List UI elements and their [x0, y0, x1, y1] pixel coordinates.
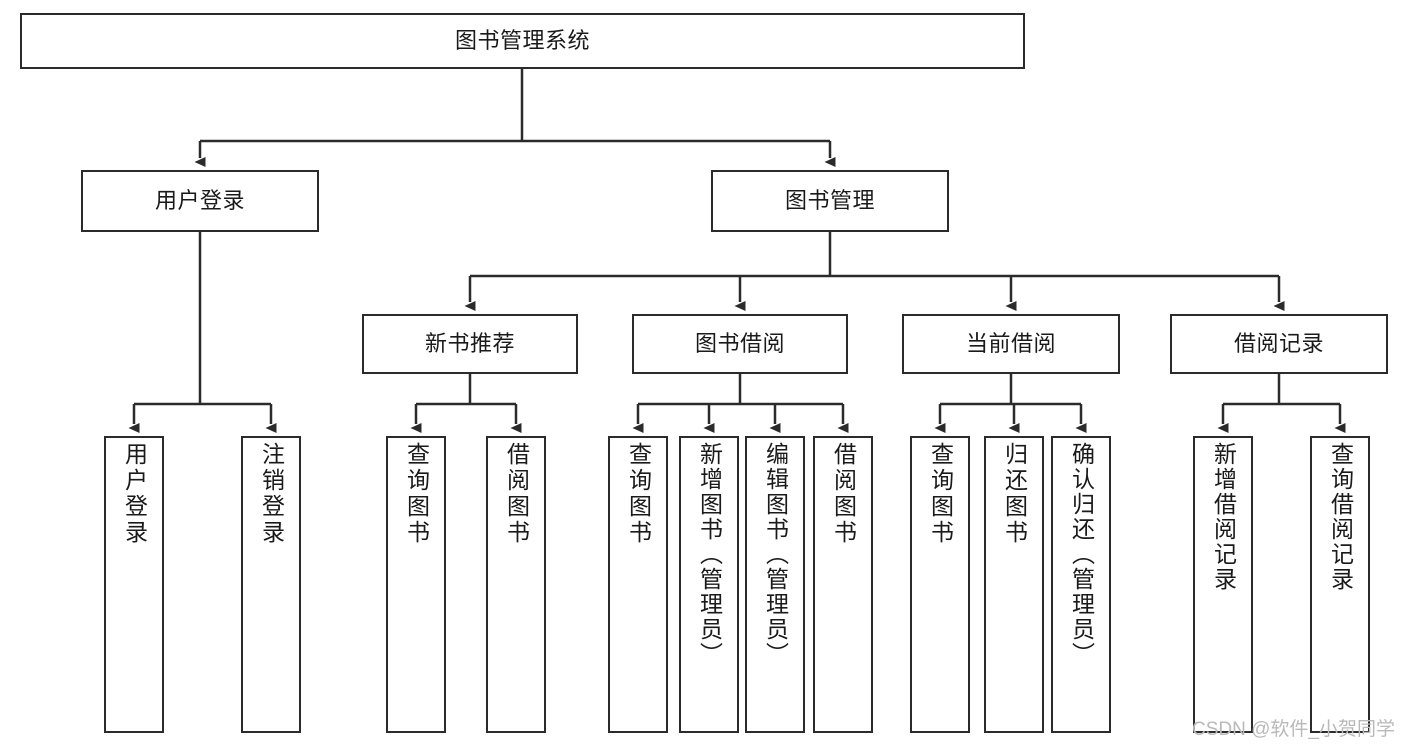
leaf-br-add-record-label: 新增借阅记录 — [1210, 442, 1237, 592]
leaf-br-query-record[interactable]: 查询借阅记录 — [1310, 436, 1370, 733]
leaf-cb-confirm-return-admin[interactable]: 确认归还（管理员） — [1051, 436, 1111, 733]
csdn-watermark: CSDN @软件_小贺同学 — [1192, 714, 1395, 741]
leaf-cb-confirm-return-admin-label: 确认归还（管理员） — [1068, 442, 1095, 667]
leaf-br-add-record[interactable]: 新增借阅记录 — [1193, 436, 1253, 733]
leaf-logout-label: 注销登录 — [258, 442, 285, 546]
leaf-bb-borrow-book[interactable]: 借阅图书 — [813, 436, 873, 733]
leaf-cb-return-book[interactable]: 归还图书 — [984, 436, 1044, 733]
node-user-login-label: 用户登录 — [154, 188, 245, 214]
leaf-bb-edit-book-admin-label: 编辑图书（管理员） — [762, 442, 789, 667]
node-root-label: 图书管理系统 — [454, 28, 590, 54]
csdn-watermark-text: CSDN @软件_小贺同学 — [1192, 719, 1395, 740]
leaf-nbr-query-book[interactable]: 查询图书 — [386, 436, 446, 733]
leaf-cb-query-book-label: 查询图书 — [927, 442, 954, 546]
node-root[interactable]: 图书管理系统 — [20, 13, 1025, 69]
leaf-br-query-record-label: 查询借阅记录 — [1327, 442, 1354, 592]
leaf-bb-add-book-admin-label: 新增图书（管理员） — [696, 442, 723, 667]
leaf-bb-add-book-admin[interactable]: 新增图书（管理员） — [679, 436, 739, 733]
leaf-cb-query-book[interactable]: 查询图书 — [910, 436, 970, 733]
leaf-cb-return-book-label: 归还图书 — [1001, 442, 1028, 546]
node-new-book-recommend-label: 新书推荐 — [424, 331, 515, 357]
node-borrow-record[interactable]: 借阅记录 — [1170, 314, 1388, 374]
node-book-management-label: 图书管理 — [784, 188, 875, 214]
node-book-borrow[interactable]: 图书借阅 — [632, 314, 848, 374]
leaf-bb-query-book[interactable]: 查询图书 — [608, 436, 668, 733]
node-current-borrow[interactable]: 当前借阅 — [902, 314, 1120, 374]
leaf-nbr-borrow-book[interactable]: 借阅图书 — [486, 436, 546, 733]
leaf-nbr-borrow-book-label: 借阅图书 — [503, 442, 530, 546]
leaf-bb-query-book-label: 查询图书 — [625, 442, 652, 546]
leaf-user-login[interactable]: 用户登录 — [104, 436, 164, 733]
leaf-bb-edit-book-admin[interactable]: 编辑图书（管理员） — [745, 436, 805, 733]
node-borrow-record-label: 借阅记录 — [1233, 331, 1324, 357]
node-current-borrow-label: 当前借阅 — [965, 331, 1056, 357]
node-book-borrow-label: 图书借阅 — [694, 331, 785, 357]
node-user-login[interactable]: 用户登录 — [81, 170, 319, 232]
leaf-user-login-label: 用户登录 — [121, 442, 148, 546]
node-book-management[interactable]: 图书管理 — [711, 170, 949, 232]
leaf-bb-borrow-book-label: 借阅图书 — [830, 442, 857, 546]
node-new-book-recommend[interactable]: 新书推荐 — [362, 314, 578, 374]
leaf-logout[interactable]: 注销登录 — [241, 436, 301, 733]
leaf-nbr-query-book-label: 查询图书 — [403, 442, 430, 546]
